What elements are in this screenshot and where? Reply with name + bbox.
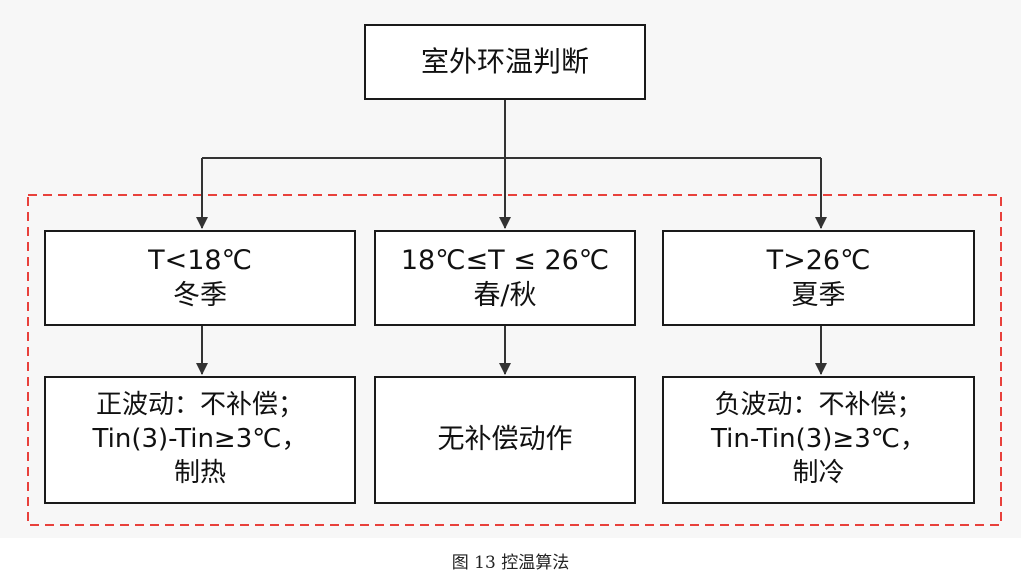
season-label: 冬季 [173,280,227,311]
condition-label: 18℃≤T ≤ 26℃ [400,244,610,276]
root-node-outdoor-temp-judgment: 室外环温判断 [364,24,646,100]
dashed-group-border [27,194,1002,526]
action-line: Tin(3)-Tin≥3℃， [92,424,308,455]
condition-label: T<18℃ [148,244,252,276]
diagram-canvas: 室外环温判断 T<18℃ 冬季 18℃≤T ≤ 26℃ 春/秋 T>26℃ 夏季… [27,24,1002,526]
connector-layer [27,100,1002,526]
action-node-summer: 负波动：不补偿； Tin-Tin(3)≥3℃， 制冷 [662,376,975,504]
action-line: 无补偿动作 [437,424,573,456]
condition-node-summer: T>26℃ 夏季 [662,230,975,326]
root-node-label: 室外环温判断 [420,44,589,78]
action-node-spring-autumn: 无补偿动作 [374,376,636,504]
season-label: 夏季 [791,280,846,311]
action-line: 制冷 [792,457,845,488]
season-label: 春/秋 [473,280,537,311]
condition-node-winter: T<18℃ 冬季 [44,230,356,326]
action-node-winter: 正波动：不补偿； Tin(3)-Tin≥3℃， 制热 [44,376,356,504]
action-line: 负波动：不补偿； [714,390,923,421]
action-line: 制热 [173,457,226,488]
action-line: Tin-Tin(3)≥3℃， [711,424,926,455]
condition-label: T>26℃ [766,244,871,276]
figure-caption: 图 13 控温算法 [451,553,570,573]
condition-node-spring-autumn: 18℃≤T ≤ 26℃ 春/秋 [374,230,636,326]
action-line: 正波动：不补偿； [95,390,304,421]
